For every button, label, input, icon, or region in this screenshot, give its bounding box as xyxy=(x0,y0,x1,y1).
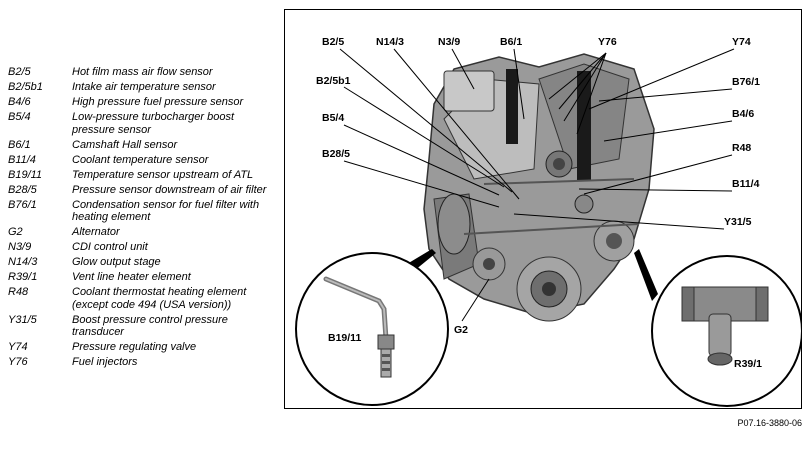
legend-code: B11/4 xyxy=(8,153,36,166)
legend-code: B6/1 xyxy=(8,138,31,151)
legend-row: B76/1 Condensation sensor for fuel filter… xyxy=(8,199,270,224)
legend-description: Vent line heater element xyxy=(72,271,191,283)
label-b4-6: B4/6 xyxy=(732,108,754,120)
label-y74: Y74 xyxy=(732,36,751,48)
legend-code: B76/1 xyxy=(8,198,37,211)
figure-reference: P07.16-3880-06 xyxy=(737,418,802,428)
engine-illustration xyxy=(423,53,655,322)
legend-code: B5/4 xyxy=(8,111,31,123)
legend-code: Y76 xyxy=(8,356,28,368)
legend-row: Y76 Fuel injectors xyxy=(8,356,270,369)
legend-row: Y31/5 Boost pressure control pressure tra… xyxy=(8,314,270,339)
callout-labels: B2/5 N14/3 N3/9 B6/1 Y76 Y74 B2/5b1 B76/… xyxy=(316,36,762,370)
legend-description: High pressure fuel pressure sensor xyxy=(72,96,244,108)
label-b2-5: B2/5 xyxy=(322,36,344,48)
label-b19-11: B19/11 xyxy=(328,332,361,344)
legend-description: Low-pressure turbocharger boost pressure… xyxy=(72,111,235,136)
label-b2-5b1: B2/5b1 xyxy=(316,75,351,87)
leader-lines xyxy=(339,48,735,322)
legend-row: R39/1 Vent line heater element xyxy=(8,271,270,284)
label-r48: R48 xyxy=(732,142,751,154)
label-b11-4: B11/4 xyxy=(732,178,760,190)
legend-code: B28/5 xyxy=(8,183,37,196)
engine-diagram: B2/5 N14/3 N3/9 B6/1 Y76 Y74 B2/5b1 B76/… xyxy=(295,36,802,407)
legend-row: B28/5 Pressure sensor downstream of air f… xyxy=(8,184,270,197)
legend-description: Temperature sensor upstream of ATL xyxy=(72,168,254,181)
label-b6-1: B6/1 xyxy=(500,36,522,48)
legend-row: R48 Coolant thermostat heating element (e… xyxy=(8,286,270,311)
legend-code: B4/6 xyxy=(8,96,31,108)
legend-description: Fuel injectors xyxy=(72,356,138,368)
legend-description: CDI control unit xyxy=(72,241,148,253)
legend-row: N14/3 Glow output stage xyxy=(8,256,270,269)
legend-description: Hot film mass air flow sensor xyxy=(72,66,213,78)
legend-code: Y31/5 xyxy=(8,313,37,326)
control-unit-box xyxy=(443,70,495,112)
legend-row: B5/4 Low-pressure turbocharger boost pres… xyxy=(8,111,270,136)
legend-row: B11/4 Coolant temperature sensor xyxy=(8,154,270,167)
legend-description: Condensation sensor for fuel filter with… xyxy=(72,198,260,224)
legend-code: R39/1 xyxy=(8,271,38,283)
legend-row: B2/5b1 Intake air temperature sensor xyxy=(8,81,270,94)
legend-code: B2/5 xyxy=(8,66,31,78)
legend-row: N3/9 CDI control unit xyxy=(8,241,270,254)
label-g2: G2 xyxy=(454,324,468,336)
legend-row: B19/11 Temperature sensor upstream of ATL xyxy=(8,169,270,182)
legend-description: Coolant temperature sensor xyxy=(72,153,209,166)
label-n3-9: N3/9 xyxy=(438,36,460,48)
legend-description: Alternator xyxy=(72,226,120,238)
legend-code: N3/9 xyxy=(8,241,32,253)
label-b76-1: B76/1 xyxy=(732,76,760,88)
legend-description: Boost pressure control pressure transduc… xyxy=(72,313,228,339)
legend-code: G2 xyxy=(8,226,23,238)
b19-11-detail xyxy=(295,252,449,406)
legend-description: Glow output stage xyxy=(72,256,161,268)
legend-row: B2/5 Hot film mass air flow sensor xyxy=(8,66,270,79)
legend-code: N14/3 xyxy=(8,256,38,268)
label-y76: Y76 xyxy=(598,36,617,48)
legend-code: R48 xyxy=(8,286,29,298)
legend-row: B6/1 Camshaft Hall sensor xyxy=(8,139,270,152)
legend-code: B19/11 xyxy=(8,168,43,181)
legend-description: Intake air temperature sensor xyxy=(72,81,216,93)
label-b5-4: B5/4 xyxy=(322,112,344,124)
legend-row: Y74 Pressure regulating valve xyxy=(8,341,270,354)
legend-row: B4/6 High pressure fuel pressure sensor xyxy=(8,96,270,109)
legend-description: Pressure sensor downstream of air filter xyxy=(72,183,267,196)
label-r39-1: R39/1 xyxy=(734,358,762,370)
r39-1-detail xyxy=(651,255,802,407)
diagram-frame xyxy=(284,9,802,409)
legend-code: Y74 xyxy=(8,341,28,353)
legend-code: B2/5b1 xyxy=(8,81,43,93)
label-n14-3: N14/3 xyxy=(376,36,404,48)
legend-description: Pressure regulating valve xyxy=(72,341,197,353)
legend-description: Camshaft Hall sensor xyxy=(72,138,178,151)
legend-row: G2 Alternator xyxy=(8,226,270,239)
label-b28-5: B28/5 xyxy=(322,148,350,160)
label-y31-5: Y31/5 xyxy=(724,216,752,228)
legend-description: Coolant thermostat heating element (exce… xyxy=(72,286,247,311)
